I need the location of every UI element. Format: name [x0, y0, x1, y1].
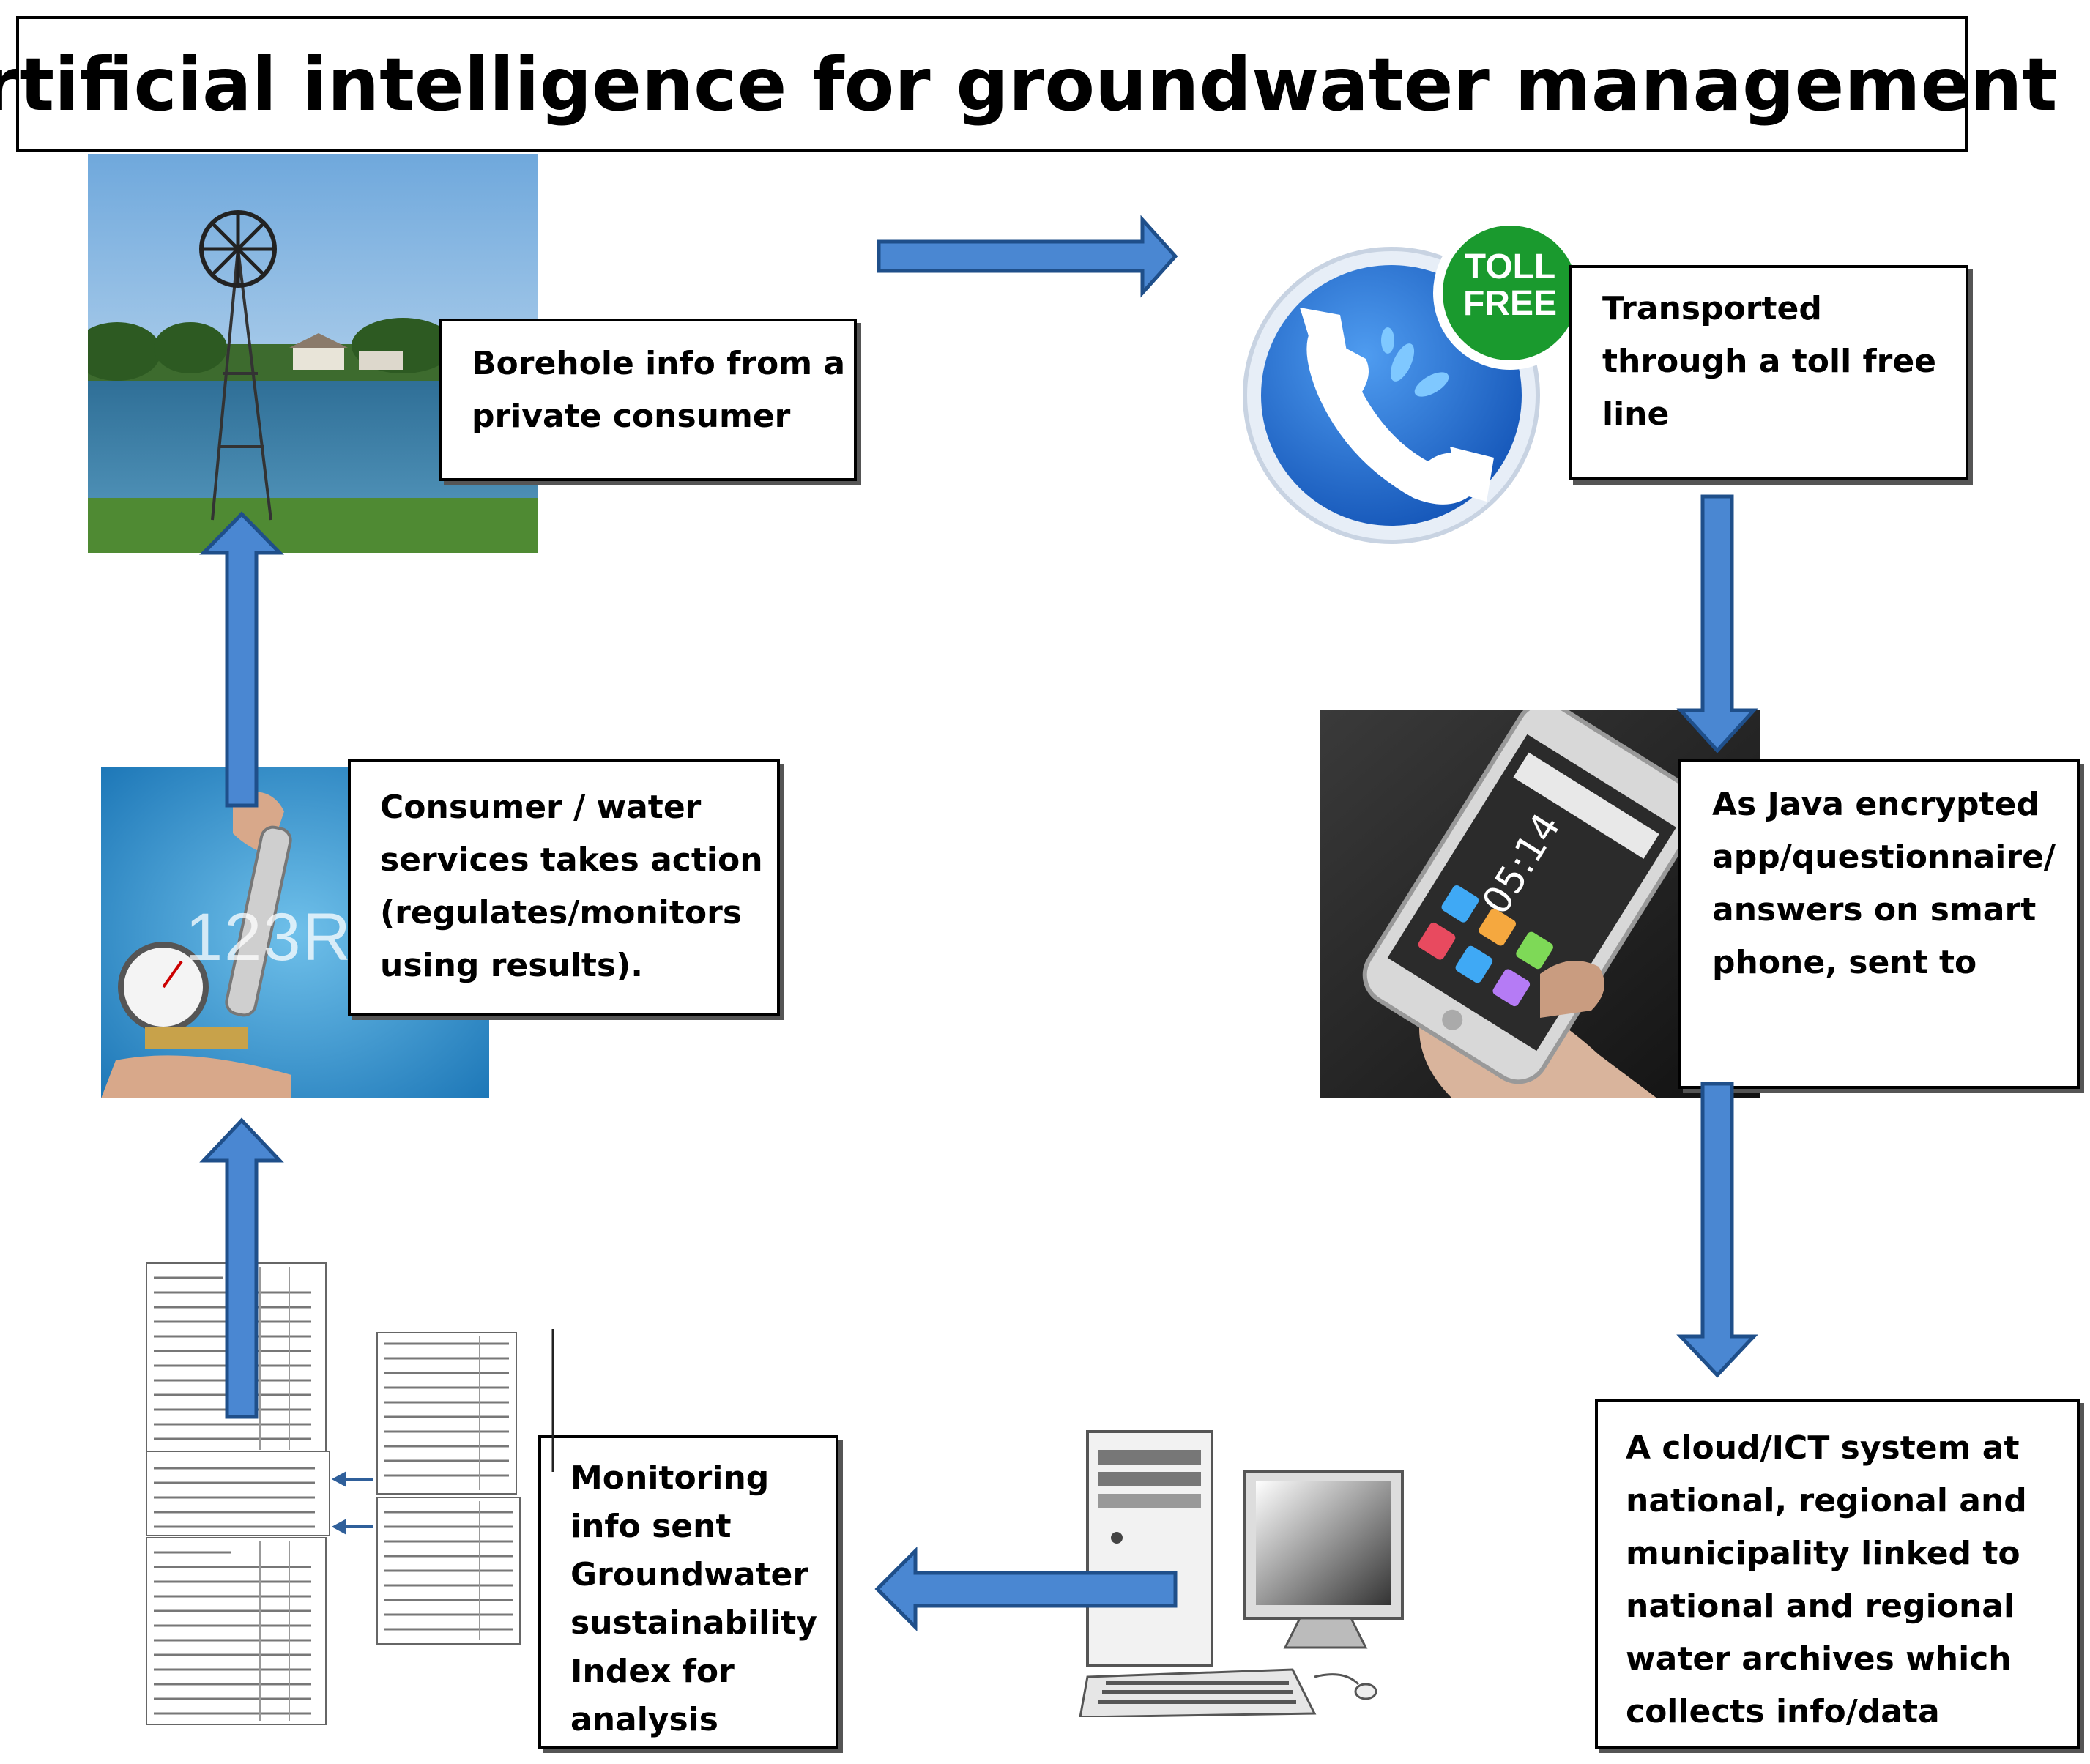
borehole-line-2: private consumer: [472, 398, 791, 435]
cloud-ict-info-box: A cloud/ICT system at national, regional…: [1595, 1399, 2080, 1749]
java-line-1: As Java encrypted: [1712, 786, 2039, 823]
consumer-line-2: services takes action: [380, 841, 763, 879]
cloud-line-6: collects info/data: [1626, 1693, 1940, 1730]
desktop-computer-illustration: [1073, 1428, 1406, 1717]
monitoring-line-2: info sent: [570, 1508, 732, 1545]
arrow-right-top: [877, 215, 1178, 298]
consumer-line-4: using results).: [380, 947, 643, 984]
monitoring-line-1: Monitoring: [570, 1459, 770, 1497]
toll-free-badge-text: TOLL FREE: [1443, 249, 1577, 322]
cloud-line-4: national and regional: [1626, 1588, 2015, 1625]
monitoring-line-6: analysis: [570, 1701, 718, 1738]
diagram-title: Artificial intelligence for groundwater …: [0, 41, 2058, 127]
consumer-action-info-box: Consumer / water services takes action (…: [348, 759, 780, 1016]
borehole-info-box: Borehole info from a private consumer: [439, 319, 857, 481]
consumer-line-1: Consumer / water: [380, 789, 702, 826]
arrow-down-upper-right: [1676, 494, 1758, 753]
badge-line-2: FREE: [1462, 284, 1557, 323]
java-line-4: phone, sent to: [1712, 944, 1977, 981]
title-box: Artificial intelligence for groundwater …: [0, 16, 2057, 152]
arrow-up-middle-left: [199, 511, 284, 808]
monitoring-forms-illustration: [143, 1259, 568, 1728]
cloud-line-2: national, regional and: [1626, 1482, 2027, 1519]
monitoring-line-4: sustainability: [570, 1604, 817, 1642]
arrow-left-bottom: [874, 1546, 1178, 1632]
java-line-2: app/questionnaire/: [1712, 838, 2056, 876]
java-line-3: answers on smart: [1712, 891, 2037, 928]
monitoring-info-box: Monitoring info sent Groundwater sustain…: [538, 1435, 838, 1749]
toll-free-phone-icon: TOLL FREE: [1230, 205, 1596, 557]
consumer-line-3: (regulates/monitors: [380, 894, 743, 931]
arrow-down-lower-right: [1676, 1082, 1758, 1378]
cloud-line-1: A cloud/ICT system at: [1626, 1429, 2020, 1467]
toll-free-info-box: Transported through a toll free line: [1569, 265, 1968, 480]
borehole-line-1: Borehole info from a: [472, 345, 846, 382]
cloud-line-3: municipality linked to: [1626, 1535, 2020, 1572]
cloud-line-5: water archives which: [1626, 1640, 2012, 1678]
monitoring-line-5: Index for: [570, 1653, 735, 1690]
arrow-up-lower-left: [199, 1117, 284, 1419]
tollfree-line-1: Transported: [1602, 290, 1822, 327]
badge-line-1: TOLL: [1464, 248, 1556, 286]
tollfree-line-2: through a toll free: [1602, 343, 1937, 380]
tollfree-line-3: line: [1602, 395, 1670, 433]
monitoring-line-3: Groundwater: [570, 1556, 809, 1593]
java-app-info-box: As Java encrypted app/questionnaire/ ans…: [1678, 759, 2080, 1089]
